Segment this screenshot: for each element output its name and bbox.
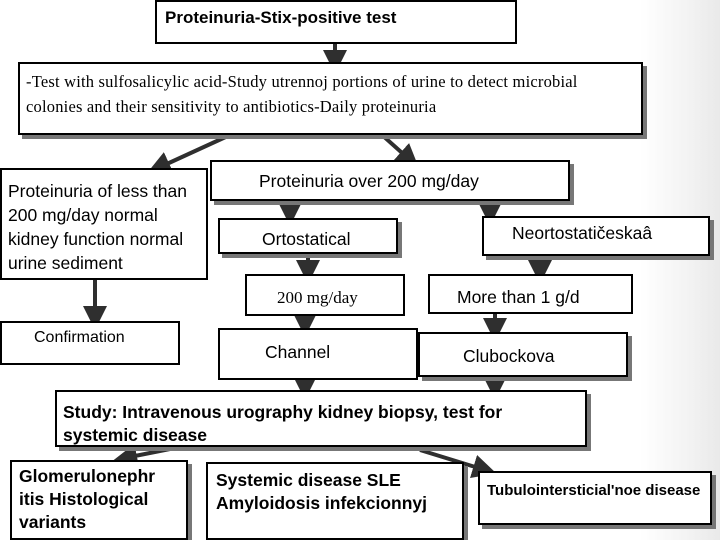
node-proteinuria-over-200: Proteinuria over 200 mg/day: [210, 160, 570, 201]
node-200-mg-day: 200 mg/day: [245, 274, 405, 316]
node-glomerulonephritis: Glomerulonephr itis Histological variant…: [10, 460, 188, 540]
arrow-study-to-tubulo: [419, 448, 497, 478]
arrow-study-to-glomerulo: [113, 443, 181, 468]
node-proteinuria-less-200: Proteinuria of less than 200 mg/day norm…: [0, 168, 208, 280]
arrow-over-to-ortostatical: [278, 199, 302, 226]
arrow-over-to-neortostatic: [478, 199, 502, 226]
arrow-tests-to-less: [147, 133, 231, 174]
background-stripe: [640, 0, 720, 540]
arrow-tests-to-over: [380, 133, 419, 168]
node-clubockova: Clubockova: [418, 332, 628, 377]
node-study: Study: Intravenous urography kidney biop…: [55, 390, 587, 447]
node-neortostaticeskaa: Neortostatičeskaâ: [482, 216, 710, 256]
node-more-than-1-gd: More than 1 g/d: [428, 274, 633, 314]
node-ortostatical: Ortostatical: [218, 218, 398, 254]
node-systemic-disease: Systemic disease SLE Amyloidosis infekci…: [206, 462, 464, 540]
node-stix-test: Proteinuria-Stix-positive test: [155, 0, 517, 44]
node-tests: -Test with sulfosalicylic acid-Study utr…: [18, 62, 643, 135]
node-channel: Channel: [218, 328, 418, 380]
node-confirmation: Confirmation: [0, 321, 180, 365]
node-tubulointerstitial: Tubulointersticial'noe disease: [478, 471, 712, 525]
